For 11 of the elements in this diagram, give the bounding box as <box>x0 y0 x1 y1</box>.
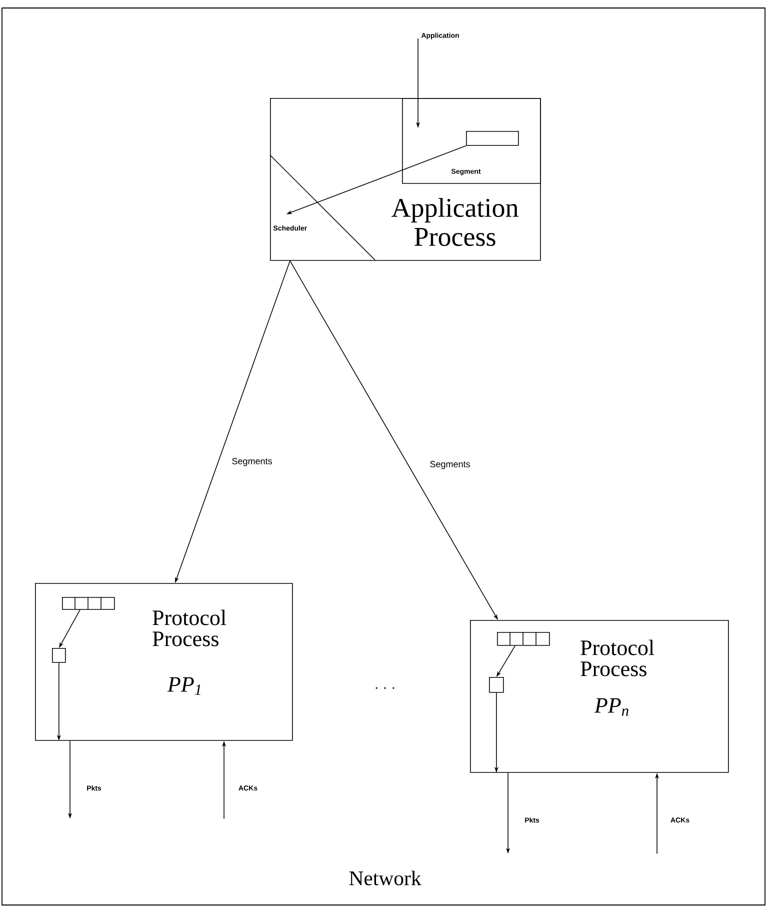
packet-box <box>52 648 66 663</box>
edge-label: Segments <box>428 460 472 470</box>
queue-drawing <box>497 632 550 646</box>
dots-text: · · · <box>376 687 394 689</box>
edge-label: Segments <box>230 456 274 468</box>
process-box: Protocol Process PP$_{1}$ <box>35 583 293 741</box>
buffer-box <box>466 131 519 146</box>
queue-drawing <box>62 596 115 610</box>
packet-box <box>489 677 504 693</box>
network-label: Network <box>349 870 422 886</box>
process-box: Protocol Process PP$_{n}$ <box>470 620 729 773</box>
